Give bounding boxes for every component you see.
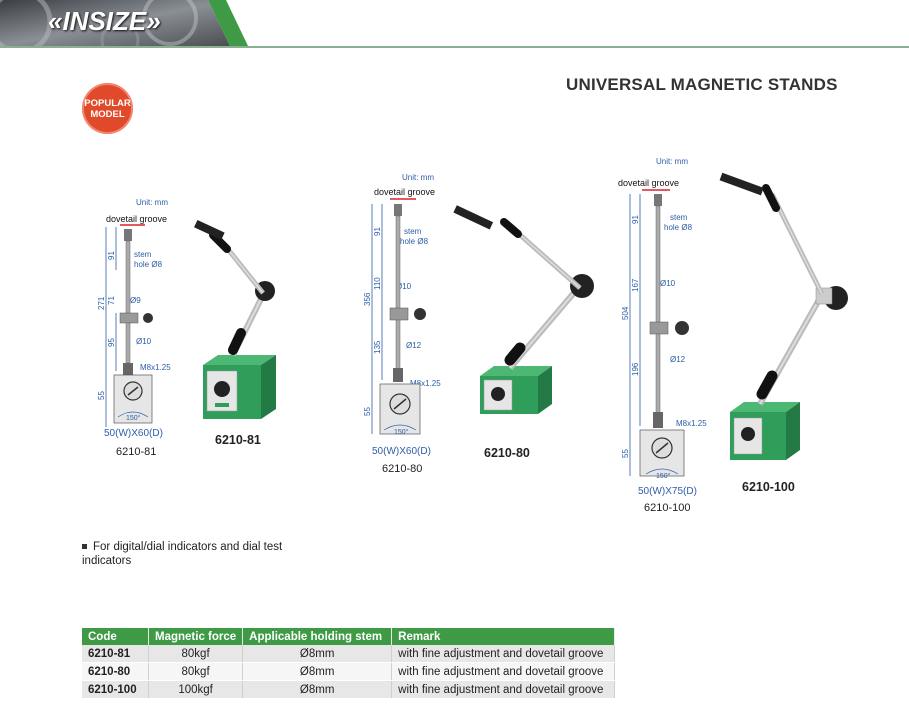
angle-label: 150° bbox=[126, 414, 141, 422]
model-label-6210-81: 6210-81 bbox=[215, 433, 261, 447]
dim-base: 55 bbox=[97, 391, 106, 400]
dim-top: 91 bbox=[373, 227, 382, 236]
dim-upper: 167 bbox=[631, 278, 640, 292]
cell-remark: with fine adjustment and dovetail groove bbox=[391, 680, 616, 699]
product-photo-6210-100 bbox=[719, 172, 848, 460]
header-divider bbox=[0, 46, 909, 48]
dim-lower: 95 bbox=[107, 338, 116, 347]
dimension-drawing-6210-81: Unit: mm dovetail groove 91 271 71 95 55… bbox=[97, 198, 171, 427]
thread-label: M8x1.25 bbox=[676, 419, 707, 428]
dovetail-label: dovetail groove bbox=[106, 214, 167, 224]
table-row: 6210-100 100kgf Ø8mm with fine adjustmen… bbox=[82, 680, 616, 699]
stem-label: stem bbox=[134, 250, 152, 259]
badge-line-2: MODEL bbox=[90, 108, 125, 120]
dimension-drawing-6210-80: Unit: mm dovetail groove 91 356 110 135 … bbox=[363, 173, 441, 436]
unit-label: Unit: mm bbox=[136, 198, 168, 207]
unit-label: Unit: mm bbox=[402, 173, 434, 182]
header-remark: Remark bbox=[391, 628, 616, 645]
cell-code: 6210-81 bbox=[82, 645, 149, 663]
cell-magnetic-force: 80kgf bbox=[148, 662, 244, 681]
angle-label: 150° bbox=[394, 428, 409, 436]
cell-magnetic-force: 100kgf bbox=[148, 680, 244, 699]
brand-logo: «INSIZE» bbox=[48, 6, 161, 36]
dia-2-label: Ø12 bbox=[670, 355, 686, 364]
stem-label: stem bbox=[404, 227, 422, 236]
cell-remark: with fine adjustment and dovetail groove bbox=[391, 662, 616, 681]
table-header-row: Code Magnetic force Applicable holding s… bbox=[82, 628, 616, 645]
base-size-6210-80: 50(W)X60(D) bbox=[372, 446, 431, 457]
drawing-caption-6210-81: 6210-81 bbox=[116, 446, 157, 458]
cell-code: 6210-100 bbox=[82, 680, 149, 699]
header-banner bbox=[0, 0, 248, 48]
drawing-caption-6210-100: 6210-100 bbox=[644, 502, 691, 514]
table-row: 6210-80 80kgf Ø8mm with fine adjustment … bbox=[82, 662, 616, 681]
usage-note: For digital/dial indicators and dial tes… bbox=[82, 540, 302, 568]
dia-1-label: Ø10 bbox=[396, 282, 412, 291]
popular-model-badge: POPULAR MODEL bbox=[82, 83, 133, 134]
dovetail-label: dovetail groove bbox=[374, 187, 435, 197]
base-size-6210-81: 50(W)X60(D) bbox=[104, 428, 163, 439]
product-photo-6210-81 bbox=[194, 219, 276, 419]
thread-label: M8x1.25 bbox=[140, 363, 171, 372]
stem-hole-label: hole Ø8 bbox=[134, 260, 163, 269]
stem-hole-label: hole Ø8 bbox=[400, 237, 429, 246]
page-title: UNIVERSAL MAGNETIC STANDS bbox=[566, 75, 838, 94]
cell-code: 6210-80 bbox=[82, 662, 149, 681]
base-size-6210-100: 50(W)X75(D) bbox=[638, 486, 697, 497]
dim-total: 504 bbox=[621, 306, 630, 320]
header-magnetic-force: Magnetic force bbox=[148, 628, 244, 645]
cell-remark: with fine adjustment and dovetail groove bbox=[391, 645, 616, 663]
specification-table: Code Magnetic force Applicable holding s… bbox=[82, 628, 616, 699]
model-label-6210-100: 6210-100 bbox=[742, 480, 795, 494]
dim-upper: 71 bbox=[107, 296, 116, 305]
header-holding-stem: Applicable holding stem bbox=[242, 628, 393, 645]
unit-label: Unit: mm bbox=[656, 157, 688, 166]
cell-holding-stem: Ø8mm bbox=[242, 680, 393, 699]
dim-lower: 135 bbox=[373, 340, 382, 354]
cell-magnetic-force: 80kgf bbox=[148, 645, 244, 663]
dim-total: 271 bbox=[97, 296, 106, 310]
drawing-caption-6210-80: 6210-80 bbox=[382, 463, 423, 475]
dim-top: 91 bbox=[631, 215, 640, 224]
dim-top: 91 bbox=[107, 251, 116, 260]
product-photo-6210-80 bbox=[453, 205, 594, 414]
model-label-6210-80: 6210-80 bbox=[484, 446, 530, 460]
dia-2-label: Ø12 bbox=[406, 341, 422, 350]
header-code: Code bbox=[82, 628, 149, 645]
cell-holding-stem: Ø8mm bbox=[242, 645, 393, 663]
dim-base: 55 bbox=[621, 449, 630, 458]
stem-hole-label: hole Ø8 bbox=[664, 223, 693, 232]
dovetail-label: dovetail groove bbox=[618, 178, 679, 188]
angle-label: 150° bbox=[656, 472, 671, 480]
dim-lower: 196 bbox=[631, 362, 640, 376]
dia-2-label: Ø10 bbox=[136, 337, 152, 346]
thread-label: M8x1.25 bbox=[410, 379, 441, 388]
dimension-drawing-6210-100: Unit: mm dovetail groove 91 504 167 196 … bbox=[618, 157, 707, 480]
dim-upper: 110 bbox=[373, 277, 382, 290]
bullet-square-icon bbox=[82, 544, 87, 550]
dim-base: 55 bbox=[363, 407, 372, 416]
usage-note-text: For digital/dial indicators and dial tes… bbox=[82, 541, 283, 567]
dia-1-label: Ø10 bbox=[660, 279, 676, 288]
cell-holding-stem: Ø8mm bbox=[242, 662, 393, 681]
badge-line-1: POPULAR bbox=[84, 97, 131, 109]
dim-total: 356 bbox=[363, 292, 372, 306]
stem-label: stem bbox=[670, 213, 688, 222]
dia-1-label: Ø9 bbox=[130, 296, 141, 305]
table-row: 6210-81 80kgf Ø8mm with fine adjustment … bbox=[82, 645, 616, 663]
